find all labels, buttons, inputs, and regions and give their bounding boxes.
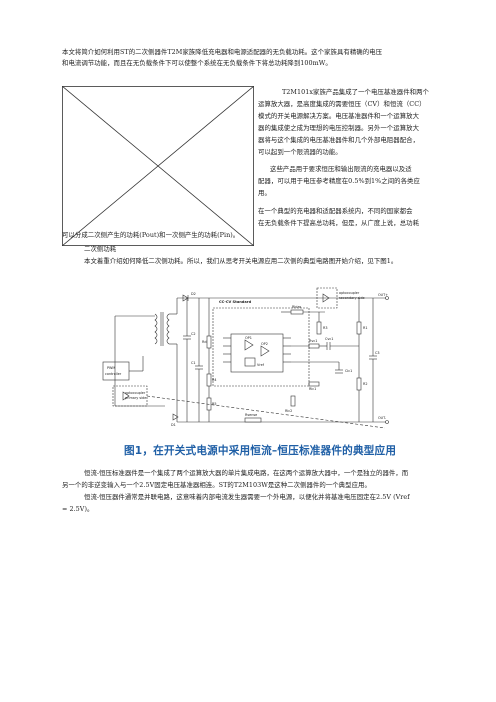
after-line-2: 另一个的非逆变输入与一个2.5V固定电压基准器相连。ST的T2M103W是这种二… [62,481,371,489]
label-secondary-top: secondary side [339,296,365,300]
after-line-1: 恒流-恒压标准器件是一个集成了两个运算放大器的单片集成电路，在这两个运算放大器中… [84,469,409,477]
label-primary-bottom: primary side [125,396,146,400]
label-ric2: Ric2 [285,409,292,413]
side-line-5: 器将与这个集成的电压基准器件和几个外部电阻器配合， [258,136,420,144]
after-line-4: = 2.5V)。 [62,505,94,513]
side-line-11: 在无负载条件下提高总功耗，但是，从广度上说，总功耗 [258,219,420,227]
label-r2: R2 [363,382,368,386]
intro-line-2: 和电流调节功能，而且在无负载条件下可以使整个系统在无负载条件下将总功耗降到100… [62,59,332,67]
circuit-diagram: CC-CV Standard optocoupler secondary sid… [102,287,389,429]
label-cic1: Cic1 [345,369,352,373]
label-rsense: Rsense [245,413,257,417]
figure-caption: 图1，在开关式电源中采用恒流–恒压标准器件的典型应用 [124,445,397,457]
after-line-3: 恒流-恒压器件通常是并联电路，这意味着内部电流发生器需要一个外电源，以便化并将基… [84,493,410,501]
label-optocoupler-bottom: optocoupler [125,391,146,395]
label-ric1: Ric1 [309,387,316,391]
side-line-3: 模式的开关电源解决方案。电压基准器件和一个运算放大 [258,112,420,120]
side-line-9: 用。 [258,189,271,197]
side-line-7: 这些产品用于要求恒压和输出限流的充电器以及适 [270,165,412,173]
side-line-1: T2M101x家族产品集成了一个电压基准器件和两个 [282,88,429,96]
body-line-1: 本文着重介绍如何降低二次侧功耗。所以，我们从思考开关电源应用二次侧的典型电路图开… [84,257,398,265]
side-line-8: 配器，可以用于电压参考精度在0.5%到1%之间的各类应 [258,177,420,185]
label-op1: OP1 [245,336,252,340]
label-pwm: PWM [107,366,115,370]
label-c3: C3 [375,351,380,355]
label-out-plus: OUT+ [378,293,388,297]
label-rd: Rd [202,340,207,344]
label-d1: D1 [171,423,176,427]
side-line-10: 在一个典型的充电器和适配器系统内，不同的国家都会 [258,207,413,215]
label-rvc1: Rvc1 [309,339,317,343]
side-line-6: 可以起到一个限流器的功能。 [258,148,342,156]
label-op2: OP2 [261,342,268,346]
label-d2: D2 [191,292,196,296]
section-heading: 二次侧功耗 [84,245,117,253]
label-r4: R4 [212,378,217,382]
intro-line-1: 本文将简介如何利用ST的二次侧器件T2M家族降低充电器和电源适配器的无负载功耗。… [62,48,383,56]
label-out-minus: OUT- [378,416,387,420]
label-controller: controller [105,372,122,376]
label-r1: R1 [363,326,368,330]
label-rbias: Rbias [292,305,302,309]
label-r5: R5 [212,402,217,406]
label-vref: Vref [257,363,265,367]
side-line-4: 器的集成使之成为理想的电压控制器。另外一个运算放大 [258,124,420,132]
label-r3: R3 [323,326,328,330]
label-c1: C1 [191,361,196,365]
image-placeholder [62,86,254,246]
full-line-1: 可以分成二次侧产生的功耗(Pout)和一次侧产生的功耗(Pin)。 [62,231,240,239]
side-line-2: 运算放大器，是高度集成的需要恒压（CV）和恒流（CC） [258,100,426,108]
label-cvc1: Cvc1 [325,337,333,341]
label-standard: CC-CV Standard [219,300,252,304]
label-optocoupler-top: optocoupler [339,291,360,295]
label-c2: C2 [191,332,196,336]
